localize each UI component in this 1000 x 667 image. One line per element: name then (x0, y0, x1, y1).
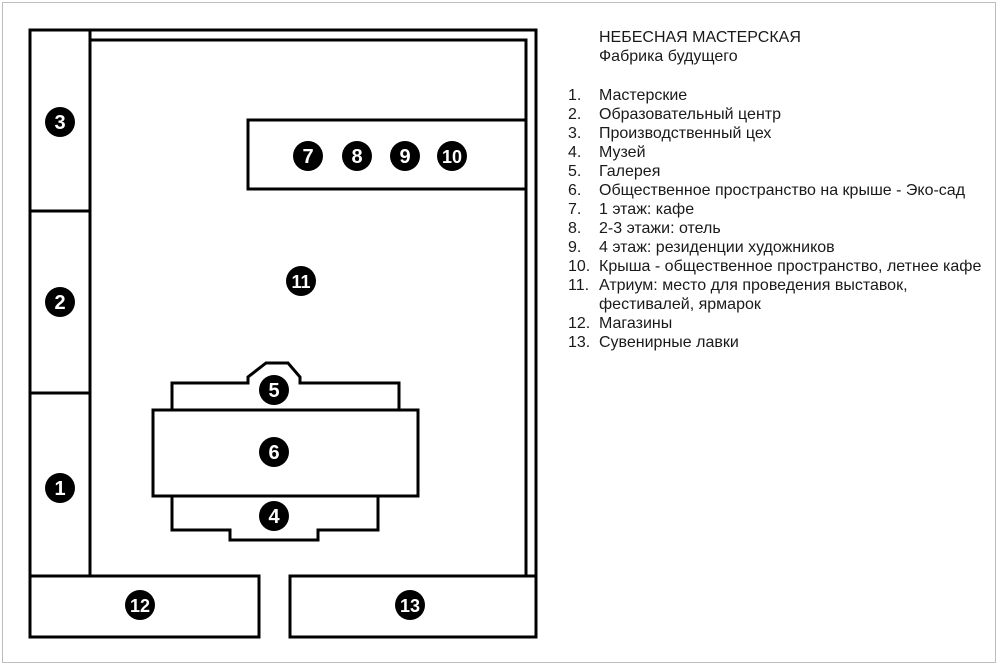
legend-item-text: Атриум: место для проведения выставок, ф… (599, 277, 908, 313)
marker-8-label: 8 (351, 146, 362, 168)
legend-item-number: 13. (568, 334, 591, 351)
block-6-eco-garden (151, 408, 420, 498)
legend-header: НЕБЕСНАЯ МАСТЕРСКАЯ Фабрика будущего (599, 28, 993, 66)
marker-12-label: 12 (130, 596, 150, 616)
marker-7-label: 7 (302, 146, 313, 168)
legend-item-number: 11. (568, 277, 590, 294)
marker-2-label: 2 (54, 292, 65, 314)
marker-9: 9 (390, 141, 420, 171)
legend-item: 6. Общественное пространство на крыше - Э… (568, 181, 993, 200)
legend-item: 7. 1 этаж: кафе (568, 200, 993, 219)
marker-13: 13 (395, 590, 425, 620)
marker-5-label: 5 (268, 380, 279, 402)
legend-item: 13. Сувенирные лавки (568, 333, 993, 352)
marker-1: 1 (45, 473, 75, 503)
markers: 3 2 1 7 8 9 10 11 5 6 4 12 13 (45, 107, 467, 620)
legend-item: 5. Галерея (568, 162, 993, 181)
legend-item-number: 7. (568, 201, 582, 218)
legend-item-number: 6. (568, 182, 582, 199)
legend: НЕБЕСНАЯ МАСТЕРСКАЯ Фабрика будущего 1. М… (568, 28, 993, 352)
marker-7: 7 (293, 141, 323, 171)
legend-item: 8. 2-3 этажи: отель (568, 219, 993, 238)
marker-3-label: 3 (54, 112, 65, 134)
block-hotel (246, 118, 526, 191)
legend-item-number: 5. (568, 163, 582, 180)
legend-item-number: 10. (568, 258, 591, 275)
outer-wall (90, 28, 538, 576)
legend-item-text: 4 этаж: резиденции художников (599, 239, 835, 256)
legend-item-text: Музей (599, 144, 646, 161)
legend-item: 3. Производственный цех (568, 124, 993, 143)
block-12-shops (28, 574, 261, 639)
marker-11: 11 (286, 266, 316, 296)
legend-item-text: Мастерские (599, 87, 688, 104)
legend-item-text: Магазины (599, 315, 673, 332)
legend-item: 11. Атриум: место для проведения выставок… (568, 276, 993, 314)
legend-item-text: Крыша - общественное пространство, летне… (599, 258, 982, 275)
block-5-gallery (170, 361, 401, 410)
legend-item-number: 1. (568, 87, 582, 104)
legend-item: 10. Крыша - общественное пространство, ле… (568, 257, 993, 276)
marker-10: 10 (437, 141, 467, 171)
legend-item-text: 2-3 этажи: отель (599, 220, 721, 237)
legend-item: 4. Музей (568, 143, 993, 162)
legend-item-number: 9. (568, 239, 582, 256)
legend-item-number: 3. (568, 125, 582, 142)
block-4-museum (170, 496, 380, 542)
marker-8: 8 (342, 141, 372, 171)
legend-title: НЕБЕСНАЯ МАСТЕРСКАЯ (599, 29, 801, 46)
marker-4-label: 4 (268, 506, 280, 528)
legend-item: 2. Образовательный центр (568, 105, 993, 124)
marker-6-label: 6 (268, 442, 279, 464)
marker-6: 6 (259, 437, 289, 467)
marker-5: 5 (259, 375, 289, 405)
legend-item: 12. Магазины (568, 314, 993, 333)
legend-item-text: 1 этаж: кафе (599, 201, 695, 218)
marker-10-label: 10 (442, 147, 462, 167)
legend-item-number: 12. (568, 315, 591, 332)
legend-list: 1. Мастерские 2. Образовательный центр 3. П… (568, 86, 993, 352)
legend-item-number: 8. (568, 220, 582, 237)
block-13-souvenirs (288, 574, 538, 639)
legend-item-number: 2. (568, 106, 582, 123)
marker-13-label: 13 (400, 596, 420, 616)
marker-3: 3 (45, 107, 75, 137)
legend-item-text: Общественное пространство на крыше - Эко… (599, 182, 966, 199)
legend-item-text: Галерея (599, 163, 661, 180)
inner-wall (90, 38, 528, 576)
marker-9-label: 9 (399, 146, 410, 168)
marker-4: 4 (259, 501, 289, 531)
legend-item: 1. Мастерские (568, 86, 993, 105)
marker-1-label: 1 (54, 478, 65, 500)
marker-11-label: 11 (291, 272, 310, 292)
legend-item-number: 4. (568, 144, 582, 161)
marker-2: 2 (45, 287, 75, 317)
site-plan: 3 2 1 7 8 9 10 11 5 6 4 12 13 (28, 28, 538, 639)
legend-item: 9. 4 этаж: резиденции художников (568, 238, 993, 257)
marker-12: 12 (125, 590, 155, 620)
legend-subtitle: Фабрика будущего (599, 48, 738, 65)
legend-item-text: Сувенирные лавки (599, 334, 739, 351)
legend-item-text: Производственный цех (599, 125, 772, 142)
legend-item-text: Образовательный центр (599, 106, 781, 123)
